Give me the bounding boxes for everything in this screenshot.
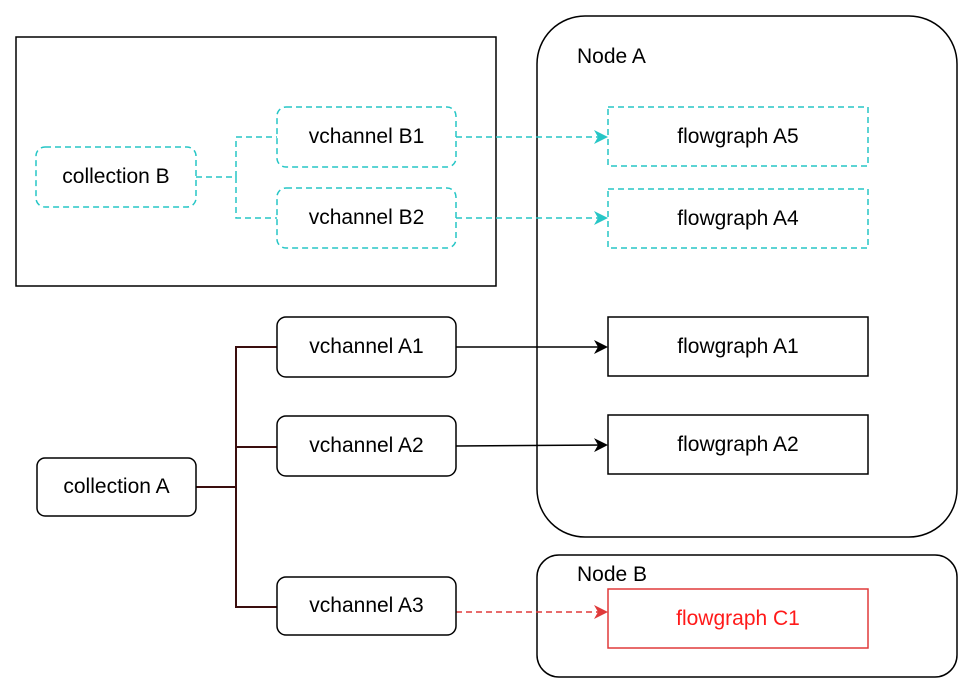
vchannel-a3-box xyxy=(276,576,457,636)
flowgraph-a1-box xyxy=(607,316,869,377)
collection-b-group-frame xyxy=(15,36,497,287)
node-b-title: Node B xyxy=(577,563,648,586)
flowgraph-a5-box xyxy=(607,106,869,167)
flowgraph-c1-label: flowgraph C1 xyxy=(676,606,800,630)
connector-collection-b-to-vchannel-b1 xyxy=(196,136,277,178)
node-a-container xyxy=(536,15,958,538)
flowgraph-a4-box xyxy=(607,188,869,249)
connector-collection-a-to-vchannel-a1 xyxy=(196,346,277,488)
vchannel-b2-label: vchannel B2 xyxy=(308,206,425,229)
collection-a-box xyxy=(36,457,197,517)
collection-b-label: collection B xyxy=(62,165,170,188)
flowgraph-a1-label: flowgraph A1 xyxy=(677,334,799,358)
flowgraph-a2-label: flowgraph A2 xyxy=(677,432,799,456)
vchannel-a2-label: vchannel A2 xyxy=(309,434,424,457)
arrow-a2-to-a2 xyxy=(455,438,608,453)
flowgraph-c1-box xyxy=(607,588,869,649)
vchannel-a3-label: vchannel A3 xyxy=(309,594,424,617)
vchannel-b1-box xyxy=(276,106,457,168)
vchannel-b1-label: vchannel B1 xyxy=(308,125,425,148)
connector-collection-a-to-vchannel-a3 xyxy=(235,487,277,608)
vchannel-a1-label: vchannel A1 xyxy=(309,335,424,358)
flowgraph-a4-label: flowgraph A4 xyxy=(677,206,799,230)
flowgraph-a2-box xyxy=(607,414,869,475)
collection-b-box xyxy=(35,146,197,208)
vchannel-a2-box xyxy=(276,415,457,477)
connector-collection-b-to-vchannel-b2 xyxy=(235,177,277,219)
vchannel-a1-box xyxy=(276,316,457,378)
vchannel-b2-box xyxy=(276,187,457,249)
node-a-title: Node A xyxy=(577,45,646,68)
collection-a-label: collection A xyxy=(63,475,170,498)
node-b-container xyxy=(536,554,958,678)
flowgraph-a5-label: flowgraph A5 xyxy=(677,124,799,148)
